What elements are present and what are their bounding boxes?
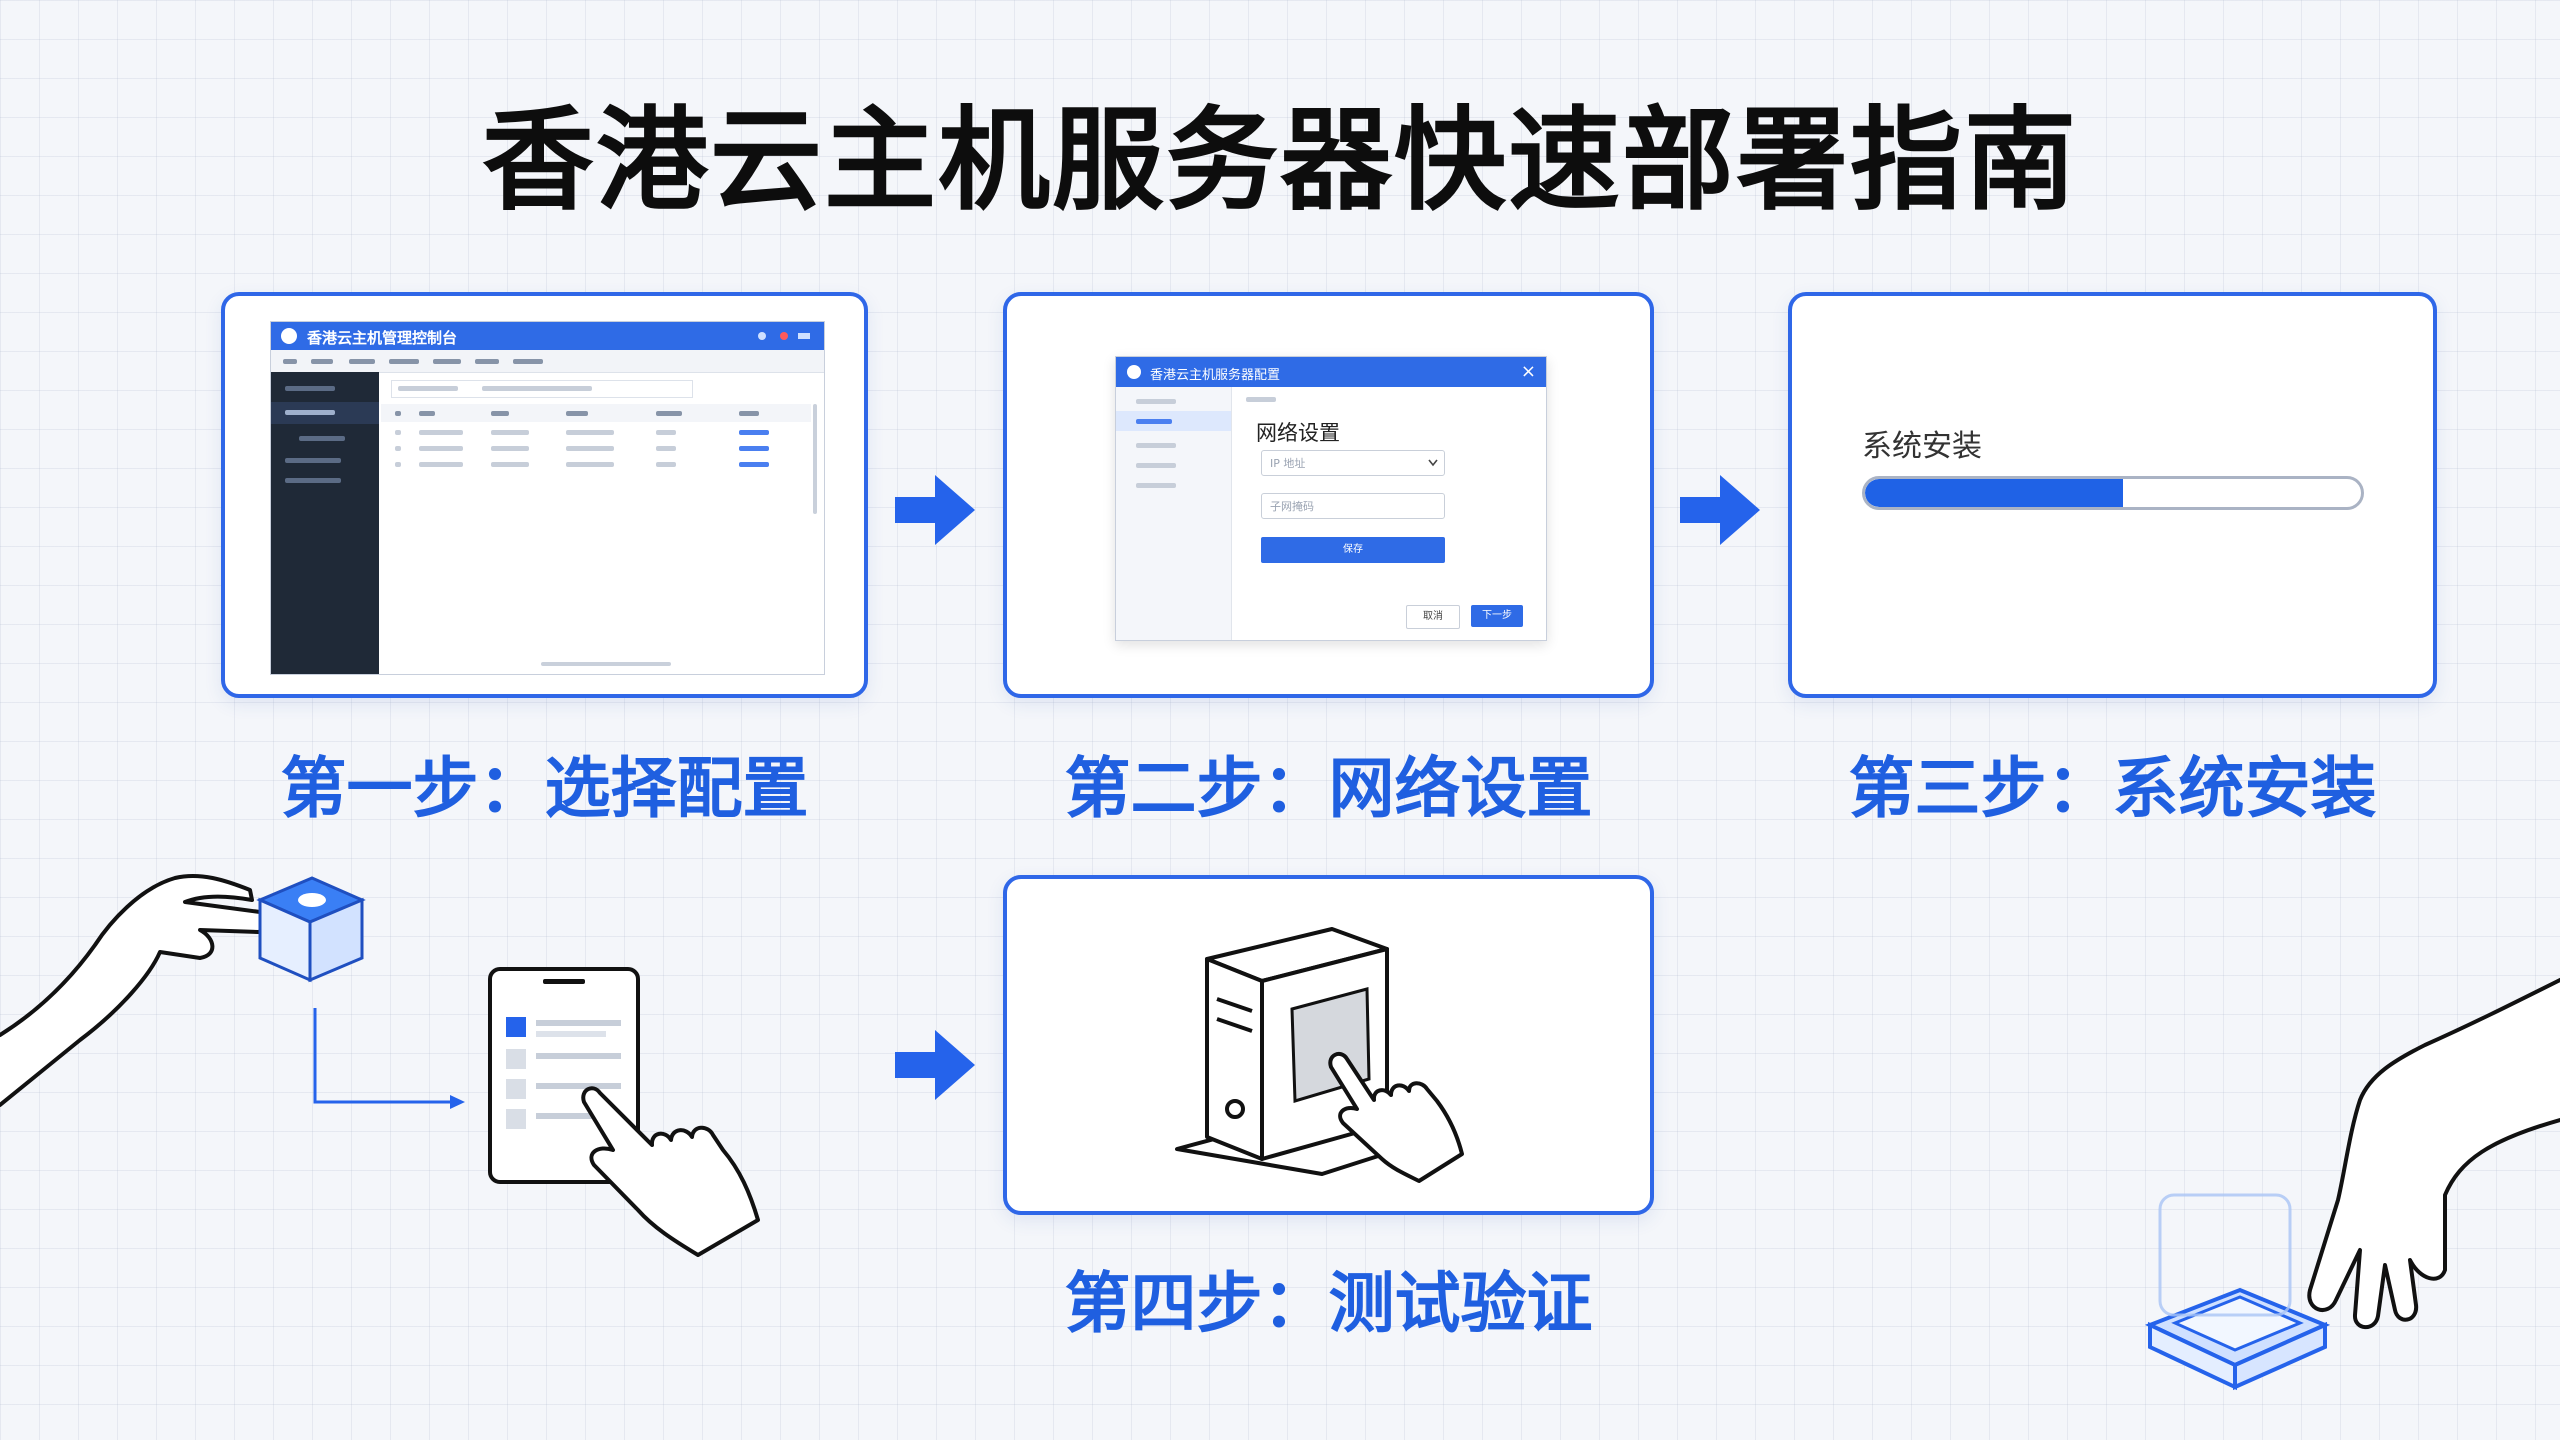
next-button[interactable]: 下一步 bbox=[1471, 605, 1523, 627]
step-2-card: 香港云主机服务器配置 × 网络设置 IP 地址 子网掩码 保存 取消 下一步 bbox=[1003, 292, 1654, 698]
dialog-title: 香港云主机服务器配置 bbox=[1150, 368, 1281, 383]
table-header bbox=[381, 404, 811, 422]
table-row[interactable] bbox=[381, 440, 811, 456]
dialog-heading: 网络设置 bbox=[1256, 421, 1340, 445]
table-row[interactable] bbox=[381, 424, 811, 440]
step-3-caption: 第三步：系统安装 bbox=[1848, 750, 2377, 827]
ip-address-placeholder: IP 地址 bbox=[1270, 457, 1306, 470]
horizontal-scrollbar[interactable] bbox=[541, 662, 671, 666]
step-3-card: 系统安装 bbox=[1788, 292, 2437, 698]
network-settings-dialog: 香港云主机服务器配置 × 网络设置 IP 地址 子网掩码 保存 取消 下一步 bbox=[1115, 356, 1547, 641]
step-4-card bbox=[1003, 875, 1654, 1215]
window-titlebar: 香港云主机管理控制台 bbox=[271, 322, 824, 350]
breadcrumb bbox=[391, 380, 693, 398]
menu-bar[interactable] bbox=[271, 350, 824, 373]
close-icon[interactable]: × bbox=[1520, 361, 1536, 382]
square-button-icon bbox=[2144, 1193, 2330, 1391]
subnet-mask-field[interactable]: 子网掩码 bbox=[1261, 493, 1445, 519]
step-2-caption: 第二步：网络设置 bbox=[1064, 750, 1593, 827]
install-progress-bar bbox=[1862, 476, 2364, 510]
dialog-titlebar: 香港云主机服务器配置 × bbox=[1116, 357, 1546, 387]
app-logo-icon bbox=[1127, 365, 1141, 379]
arrow-right-icon bbox=[895, 1030, 975, 1100]
subnet-mask-placeholder: 子网掩码 bbox=[1270, 500, 1314, 513]
ip-address-field[interactable]: IP 地址 bbox=[1261, 450, 1445, 476]
hand-pointer-icon bbox=[2307, 978, 2560, 1330]
connector-arrow-icon bbox=[313, 1008, 465, 1109]
tablet-icon bbox=[488, 967, 760, 1257]
step-4-caption: 第四步：测试验证 bbox=[1064, 1265, 1593, 1342]
cancel-button[interactable]: 取消 bbox=[1406, 605, 1460, 629]
install-label: 系统安装 bbox=[1862, 429, 1982, 464]
page-title: 香港云主机服务器快速部署指南 bbox=[482, 96, 2078, 226]
sidebar-item-active[interactable] bbox=[271, 402, 379, 424]
app-logo-icon bbox=[281, 328, 297, 344]
table-row[interactable] bbox=[381, 456, 811, 472]
arrow-right-icon bbox=[895, 475, 975, 545]
console-sidebar bbox=[271, 372, 379, 674]
cube-button-icon bbox=[256, 876, 366, 983]
arrow-right-icon bbox=[1680, 475, 1760, 545]
dialog-nav bbox=[1116, 387, 1232, 640]
window-title: 香港云主机管理控制台 bbox=[307, 329, 458, 347]
vertical-scrollbar[interactable] bbox=[813, 404, 817, 514]
server-tower-icon bbox=[1175, 927, 1464, 1183]
chevron-down-icon[interactable] bbox=[1428, 459, 1438, 467]
dialog-nav-item-active[interactable] bbox=[1116, 411, 1231, 431]
save-button[interactable]: 保存 bbox=[1261, 537, 1445, 563]
window-controls-icon[interactable] bbox=[754, 330, 814, 342]
step-1-card: 香港云主机管理控制台 bbox=[221, 292, 868, 698]
install-progress-fill bbox=[1865, 479, 2123, 507]
step-1-caption: 第一步：选择配置 bbox=[280, 750, 809, 827]
hand-pointer-icon bbox=[0, 873, 271, 1107]
admin-console-window: 香港云主机管理控制台 bbox=[270, 321, 825, 675]
